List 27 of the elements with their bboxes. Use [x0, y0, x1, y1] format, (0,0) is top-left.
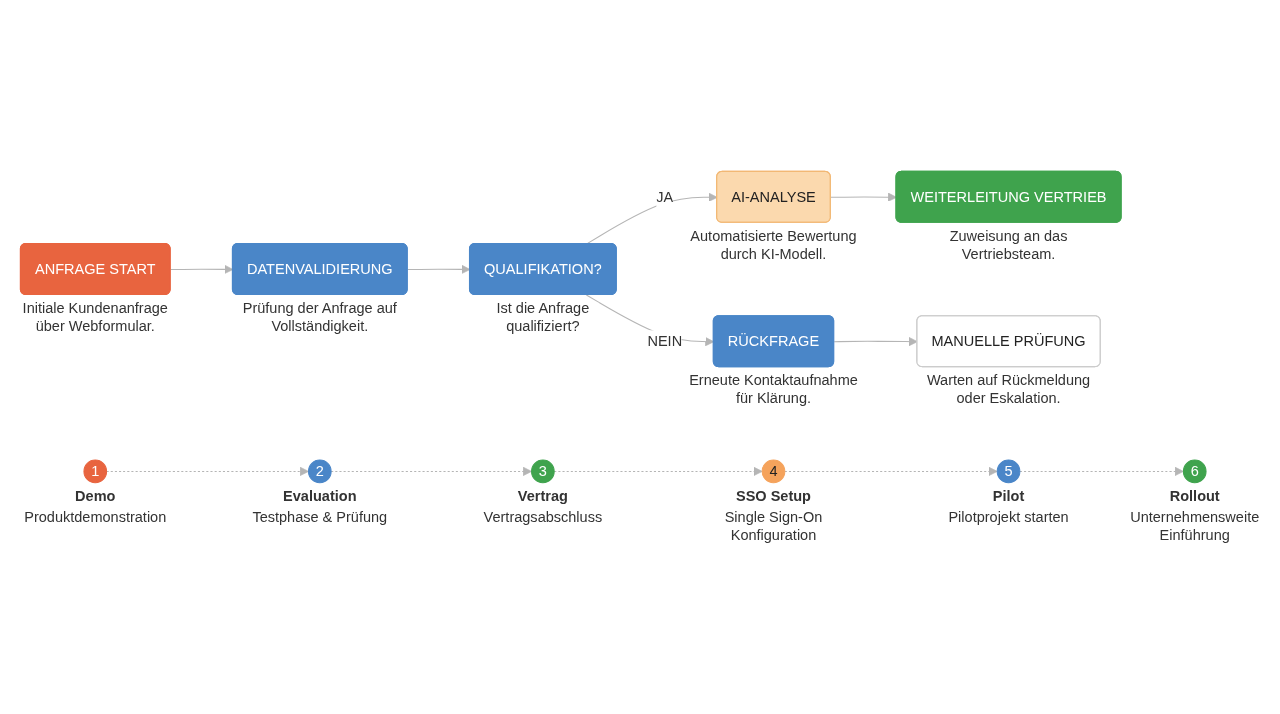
node-caption: Vertragsabschluss — [483, 509, 603, 525]
node-circle: 1 — [83, 459, 108, 484]
node-caption: Warten auf Rückmeldung oder Eskalation. — [926, 372, 1091, 406]
node-caption: Unternehmensweite Einführung — [1130, 509, 1260, 543]
node-caption: Zuweisung an das Vertriebsteam. — [949, 227, 1068, 262]
node-circle: 5 — [996, 459, 1021, 484]
step-title: Rollout — [1169, 488, 1220, 505]
step-title: Evaluation — [283, 488, 357, 505]
node-caption: Automatisierte Bewertung durch KI-Modell. — [690, 227, 857, 262]
step-title: Demo — [75, 488, 116, 505]
node-caption: Single Sign-On Konfiguration — [724, 509, 823, 543]
node-caption: Prüfung der Anfrage auf Vollständigkeit. — [242, 299, 397, 334]
node-circle: 6 — [1182, 459, 1207, 484]
node-caption: Initiale Kundenanfrage über Webformular. — [22, 299, 168, 334]
edge-label: NEIN — [647, 332, 683, 349]
node-caption: Ist die Anfrage qualifiziert? — [496, 299, 590, 334]
step-title: Pilot — [992, 488, 1025, 505]
node-caption: Pilotprojekt starten — [948, 509, 1069, 525]
step-title: SSO Setup — [736, 488, 811, 505]
node-circle: 4 — [761, 459, 786, 484]
node-caption: Testphase & Prüfung — [252, 509, 388, 525]
step-title: Vertrag — [517, 488, 568, 505]
node-circle: 3 — [531, 459, 555, 484]
edge-label: JA — [656, 187, 674, 205]
node-caption: Produktdemonstration — [24, 509, 167, 525]
node-circle: 2 — [307, 459, 332, 484]
node-caption: Erneute Kontaktaufnahme für Klärung. — [689, 372, 858, 406]
